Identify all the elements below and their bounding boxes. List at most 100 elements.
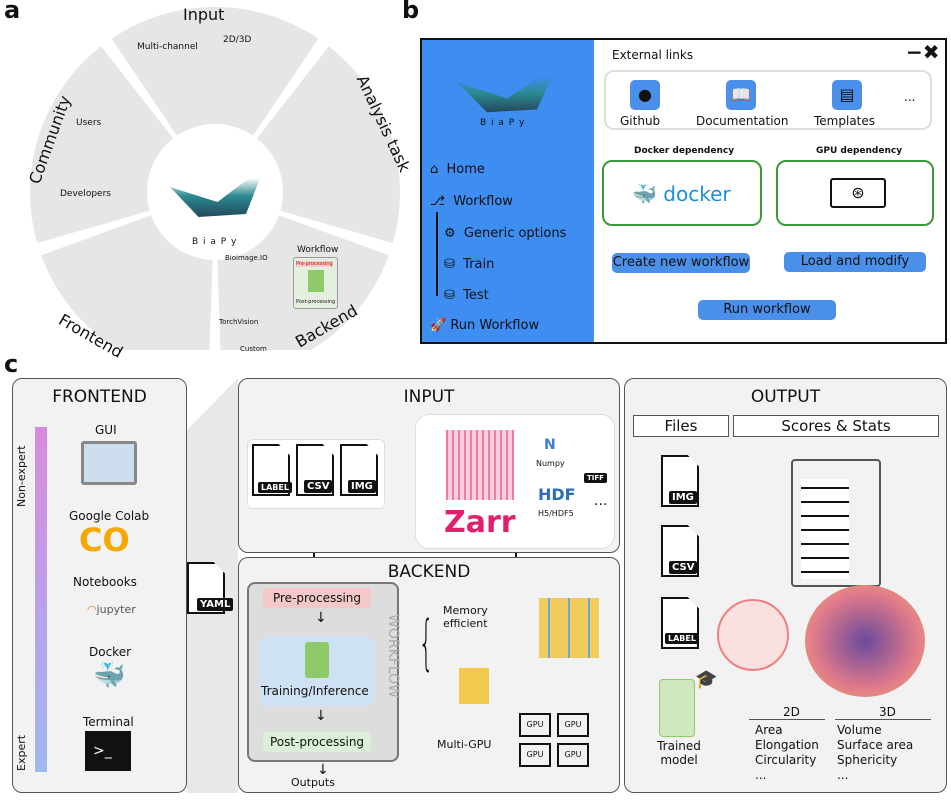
docker-whale-icon: 🐳 <box>93 661 126 691</box>
mini-post: Post-processing <box>296 299 336 305</box>
nav-home[interactable]: ⌂ Home <box>430 162 485 177</box>
nav-train[interactable]: ⛁ Train <box>444 257 494 272</box>
hdf-label: H5/HDF5 <box>538 509 574 518</box>
gpu-dependency-box[interactable]: ⊛ <box>776 160 934 226</box>
zarr-text: Zarr <box>444 505 516 540</box>
docker-dependency-box[interactable]: 🐳 docker <box>602 160 762 226</box>
formats-box: Zarr N Numpy TIFF HDF H5/HDF5 ... <box>415 414 615 549</box>
outputs-label: Outputs <box>291 776 335 789</box>
expertise-scale <box>35 427 47 772</box>
post-processing-step: Post-processing <box>263 732 371 752</box>
frontend-title: FRONTEND <box>52 387 147 407</box>
metric: Surface area <box>837 738 914 752</box>
jupyter-text: jupyter <box>96 603 136 616</box>
home-icon: ⌂ <box>430 162 439 177</box>
nav-workflow[interactable]: ⎇ Workflow <box>430 194 513 209</box>
metric: Volume <box>837 723 882 737</box>
nav-run-workflow[interactable]: 🚀 Run Workflow <box>430 318 539 333</box>
load-modify-button[interactable]: Load and modify <box>784 252 926 272</box>
nav-home-label: Home <box>446 162 485 177</box>
csv-output-tag: CSV <box>669 561 698 574</box>
workflow-box: Pre-processing ↓ Training/Inference ↓ Po… <box>247 582 401 762</box>
non-expert-label: Non-expert <box>15 445 28 507</box>
gpu-chip: GPU <box>519 743 551 767</box>
database-icon: ⛁ <box>444 288 455 303</box>
nav-generic-label: Generic options <box>463 226 567 241</box>
files-header: Files <box>633 415 729 437</box>
external-links-box: ● Github 📖 Documentation ▤ Templates ... <box>604 70 932 130</box>
gpu-chip: GPU <box>519 713 551 737</box>
input-title: INPUT <box>403 387 455 407</box>
documentation-link[interactable]: Documentation <box>696 114 789 128</box>
monitor-icon <box>81 441 137 485</box>
organoid-3d-image <box>805 585 925 697</box>
trained-model-label: Trained model <box>657 739 701 767</box>
mini-pre: Pre-processing <box>296 261 333 267</box>
csv-tag: CSV <box>304 480 333 493</box>
brace: { <box>418 608 434 678</box>
users-label: Users <box>76 118 102 128</box>
tree-line <box>436 212 438 296</box>
terminal-label: Terminal <box>83 715 134 729</box>
output-panel: OUTPUT Files Scores & Stats IMG CSV LABE… <box>624 378 947 793</box>
img-tag: IMG <box>348 480 376 493</box>
panel-c-label: c <box>4 350 19 378</box>
chunked-cube-icon <box>539 598 599 658</box>
minimize-close-icon[interactable]: −✖ <box>906 40 940 64</box>
bioimageio-label: Bioimage.IO <box>225 254 268 262</box>
frontend-panel: FRONTEND Non-expert Expert GUI Google Co… <box>12 378 187 793</box>
docker-logo: 🐳 docker <box>632 182 731 206</box>
nav-run-label: Run Workflow <box>450 318 540 333</box>
workflow-mini: Pre-processing Post-processing <box>293 257 338 309</box>
biapy-center-label: B i a P y <box>192 237 238 247</box>
metric: Elongation <box>755 738 819 752</box>
book-icon[interactable]: 📖 <box>726 80 756 110</box>
zoom-cell-icon <box>717 599 789 671</box>
run-workflow-button[interactable]: Run workflow <box>698 300 836 320</box>
metric: Circularity <box>755 753 817 767</box>
label-tag: LABEL <box>258 482 292 493</box>
rocket-icon: 🚀 <box>430 318 447 333</box>
more-links[interactable]: ... <box>904 90 916 104</box>
input-panel: INPUT Zarr N Numpy TIFF HDF H5/HDF5 ... <box>238 378 620 553</box>
tiff-tag: TIFF <box>584 473 607 483</box>
panel-a-label: a <box>4 0 21 24</box>
center-circle <box>153 130 277 254</box>
github-icon[interactable]: ● <box>630 80 660 110</box>
docker-text: docker <box>663 182 731 206</box>
nav-test-label: Test <box>463 288 489 303</box>
template-icon[interactable]: ▤ <box>832 80 862 110</box>
2d3d-label: 2D/3D <box>223 35 252 45</box>
database-icon: ⛁ <box>444 257 455 272</box>
more-formats: ... <box>594 493 608 509</box>
backend-panel: BACKEND Pre-processing ↓ Training/Infere… <box>238 557 620 793</box>
gpu-chip: GPU <box>557 743 589 767</box>
colab-icon: CO <box>79 521 130 559</box>
scores-sheet <box>791 459 881 587</box>
hdf-logo: HDF <box>538 485 576 504</box>
terminal-icon: >_ <box>85 731 131 771</box>
model-icon <box>308 270 324 292</box>
nav-generic-options[interactable]: ⚙ Generic options <box>444 226 566 241</box>
workflow-vertical-label: WORKFLOW <box>385 614 401 698</box>
expert-label: Expert <box>15 734 28 771</box>
nav-train-label: Train <box>463 257 495 272</box>
gears-icon: ⚙ <box>444 226 456 241</box>
arrow-down: ↓ <box>315 708 327 724</box>
3d-header: 3D <box>879 705 896 719</box>
csv-output-icon <box>661 525 699 577</box>
sector-input-title: Input <box>183 5 225 24</box>
workflow-tree-icon: ⎇ <box>430 194 445 209</box>
nav-test[interactable]: ⛁ Test <box>444 288 489 303</box>
create-workflow-button[interactable]: Create new workflow <box>612 253 750 273</box>
github-link[interactable]: Github <box>620 114 661 128</box>
graduation-cap-icon: 🎓 <box>695 669 718 690</box>
memory-efficient-label: Memory efficient <box>443 604 488 630</box>
label-output-tag: LABEL <box>665 633 699 644</box>
numpy-label: Numpy <box>536 459 565 468</box>
gui-label: GUI <box>95 423 117 437</box>
docker-dependency-label: Docker dependency <box>634 146 735 156</box>
templates-link[interactable]: Templates <box>814 114 876 128</box>
custom-label: Custom <box>240 345 267 353</box>
